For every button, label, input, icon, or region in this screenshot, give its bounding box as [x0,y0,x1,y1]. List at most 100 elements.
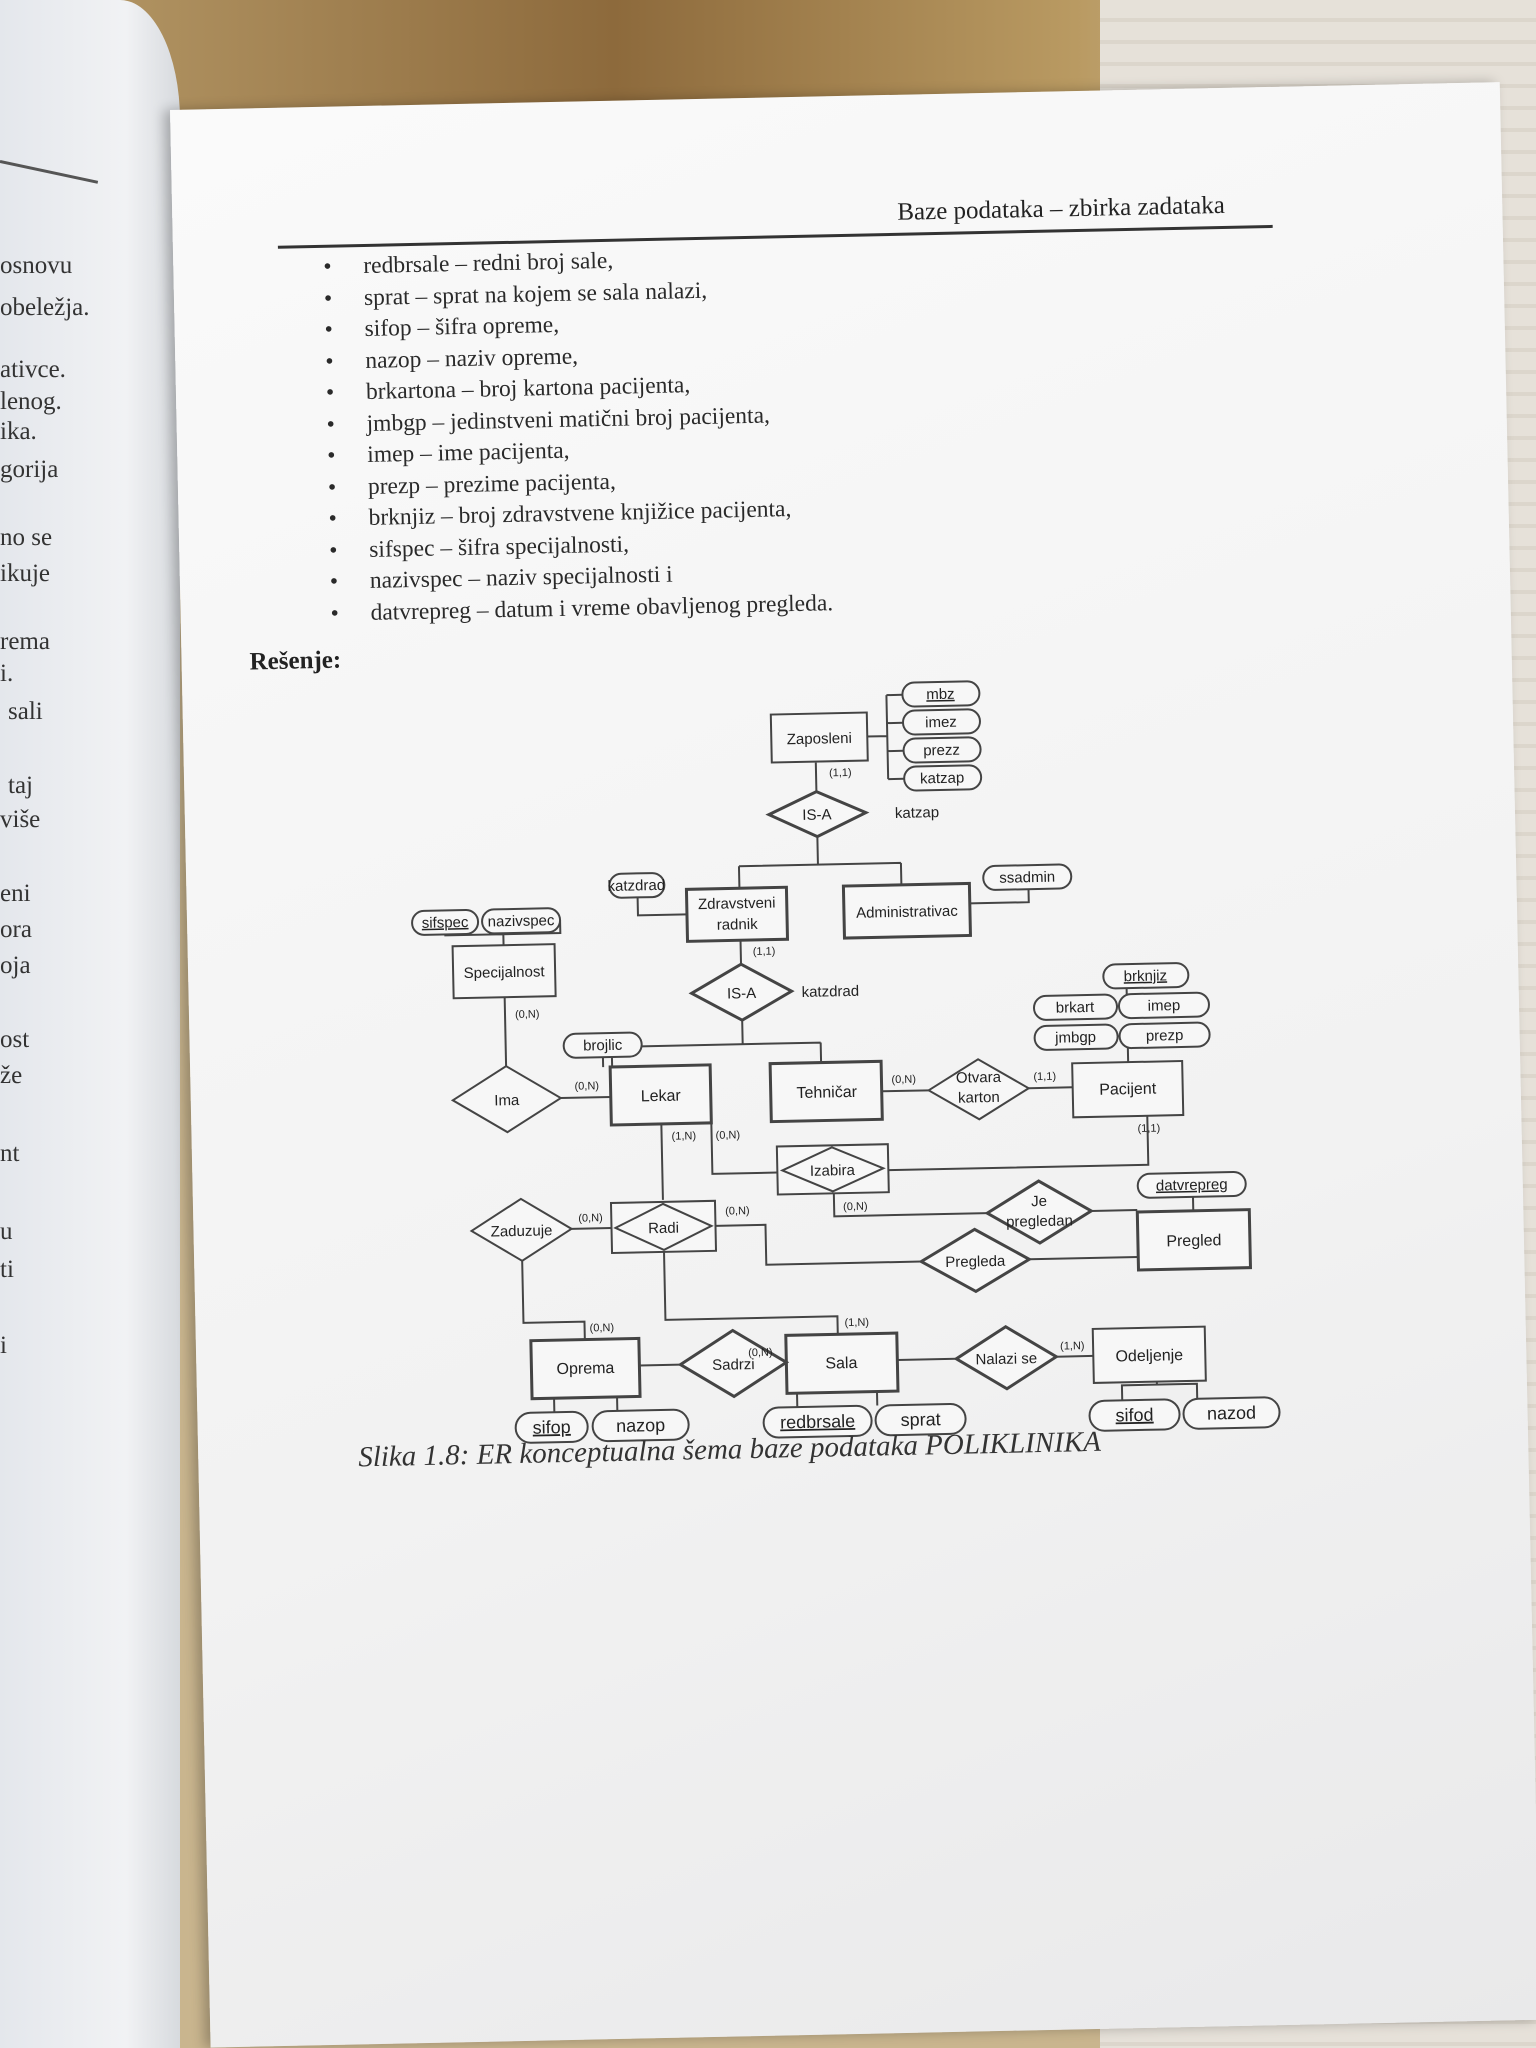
attributes [411,680,1281,1444]
left-fragment: oja [0,952,31,979]
cardinality: (0,N) [515,1008,540,1021]
cardinality: (1,1) [829,767,852,779]
relationship-label: Otvara [956,1069,1002,1087]
relationship-ima: Ima [450,1064,563,1134]
left-fragment: gorija [0,456,59,483]
left-page-rule [0,160,99,184]
attribute-katzdrad: katzdrad [607,877,665,895]
attribute-imep: imep [1148,997,1181,1015]
cardinality: (0,N) [891,1074,916,1087]
left-fragment: i [0,1332,7,1359]
cardinality: (0,N) [715,1129,740,1142]
attribute-jmbgp: jmbgp [1054,1029,1096,1047]
relationship-label: IS-A [727,985,757,1003]
attribute-brknjiz: brknjiz [1124,967,1168,985]
left-book-page: osnovu obeležja. ativce. lenog. ika. gor… [0,0,180,2048]
entity-pregled: Pregled [1135,1208,1253,1272]
left-fragment: taj [8,772,33,799]
left-fragment: no se [0,524,53,551]
right-book-page: Baze podataka – zbirka zadataka redbrsal… [170,82,1536,2048]
cardinality: (0,N) [589,1322,614,1335]
left-fragment: že [0,1062,23,1089]
entity-label: Pregled [1166,1232,1222,1250]
left-fragment: u [0,1218,13,1245]
relationship-label: pregledan [1006,1212,1073,1230]
entity-label: Odeljenje [1115,1347,1183,1365]
cardinality: (1,N) [844,1317,869,1330]
relationship-label: Sadrzi [712,1356,755,1374]
attribute-katzap: katzap [920,770,965,788]
cardinality: (0,N) [843,1201,868,1214]
attribute-brkart: brkart [1056,999,1096,1017]
attribute-sifod: sifod [1115,1405,1153,1426]
attribute-sprat: sprat [900,1409,940,1430]
relationship-isa-2: IS-A [688,962,795,1022]
attribute-labels: mbz imez prezz katzap katzdrad ssadmin s… [422,686,1257,1438]
attribute-datvrepreg: datvrepreg [1156,1176,1228,1194]
cardinality: (1,1) [753,946,776,958]
cardinality-labels: (1,1) (1,1) (0,N) (0,N) (0,N) (1,1) (1,N… [515,767,1160,1360]
attribute-sifop: sifop [532,1417,570,1438]
entity-radi: Radi [609,1199,718,1255]
cardinality: (0,N) [578,1212,603,1225]
discriminator-katzap: katzap [895,804,940,822]
entity-label: Oprema [556,1360,614,1378]
attribute-prezz: prezz [923,742,960,760]
attribute-nazod: nazod [1207,1403,1256,1424]
entity-administrativac: Administrativac [841,881,972,940]
left-fragment: i. [0,660,14,687]
relationship-je-pregledan: Je pregledan [984,1179,1095,1245]
left-fragment: ika. [0,418,37,445]
left-fragment: lenog. [0,388,62,415]
attribute-imez: imez [925,714,957,732]
entity-label: Radi [648,1220,679,1238]
relationship-pregleda: Pregleda [918,1227,1033,1294]
entity-tehnicar: Tehničar [768,1059,884,1124]
attribute-redbrsale: redbrsale [780,1411,855,1433]
er-diagram: Zaposleni Zdravstveni radnik Administrat… [411,680,1281,1444]
left-fragment: eni [0,880,31,907]
relationship-label: IS-A [802,806,832,824]
left-fragment: obeležja. [0,294,90,321]
attribute-brojlic: brojlic [583,1037,623,1055]
entity-label: radnik [717,916,759,934]
cardinality: (1,1) [1033,1071,1056,1083]
entity-label: Zaposleni [787,730,852,748]
entity-label: Sala [825,1355,857,1373]
entity-label: Tehničar [796,1084,857,1102]
left-fragment: ativce. [0,356,66,383]
entity-label: Izabira [810,1162,856,1180]
entity-label: Specijalnost [464,963,546,982]
left-fragment: više [0,806,41,833]
relationship-label: karton [958,1089,1000,1107]
entity-label: Zdravstveni [698,894,776,913]
cardinality: (1,N) [1060,1340,1085,1353]
attribute-mbz: mbz [926,686,955,704]
attribute-sifspec: sifspec [422,914,470,932]
attribute-nazop: nazop [616,1415,665,1436]
cardinality: (0,N) [574,1080,599,1093]
left-fragment: ost [0,1026,30,1053]
relationship-otvara-karton: Otvara karton [926,1058,1031,1121]
cardinality: (0,N) [725,1205,750,1218]
cardinality: (1,1) [1137,1122,1160,1134]
left-fragment: sali [8,698,43,725]
entity-lekar: Lekar [608,1063,713,1127]
entity-zaposleni: Zaposleni [769,711,869,764]
relationship-zaduzuje: Zaduzuje [469,1197,574,1263]
relationship-sadrzi: Sadrzi [677,1328,790,1399]
attribute-nazivspec: nazivspec [488,912,556,930]
entity-oprema: Oprema [529,1336,642,1401]
left-fragment: osnovu [0,252,73,279]
cardinality: (0,N) [748,1347,773,1360]
relationship-label: Ima [494,1092,520,1110]
relationship-label: Pregleda [945,1253,1006,1271]
entity-odeljenje: Odeljenje [1091,1325,1207,1384]
cardinality: (1,N) [671,1130,696,1143]
relationship-nalazi-se: Nalazi se [953,1325,1060,1391]
entity-izabira: Izabira [775,1143,890,1196]
entity-sala: Sala [784,1331,900,1395]
entity-zdravstveni-radnik: Zdravstveni radnik [684,885,790,943]
relationship-label: Nalazi se [975,1350,1037,1368]
left-fragment: ti [0,1256,14,1283]
